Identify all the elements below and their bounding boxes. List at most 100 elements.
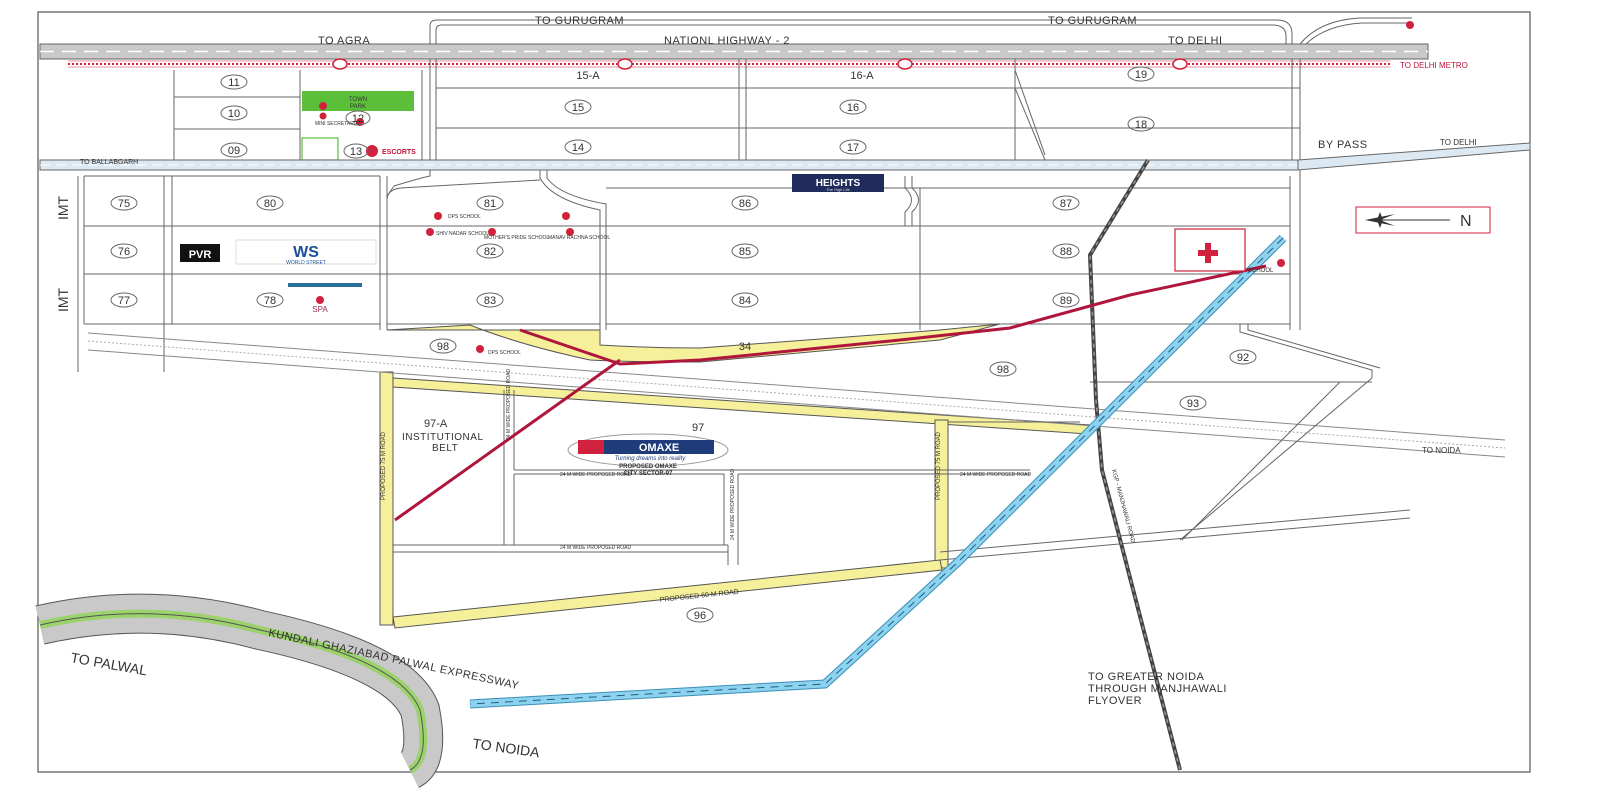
spa-label: SPA [312, 305, 328, 314]
school-right-label: SCHOOL [1248, 268, 1274, 274]
sector-16: 16 [847, 102, 859, 114]
road-label-greater-noida-2: THROUGH MANJHAWALI [1088, 683, 1227, 695]
road-top-right [1299, 17, 1412, 45]
dps-school-label-2: DPS SCHOOL [488, 350, 521, 356]
road-top-right-inner [1305, 22, 1412, 45]
road-label-to-noida-right: TO NOIDA [1422, 446, 1461, 455]
manav-rachna-label: MANAV RACHNA SCHOOL [548, 235, 610, 241]
school-pin-icon[interactable] [566, 228, 574, 236]
road-label-by-pass: BY PASS [1318, 139, 1368, 151]
sector-09: 09 [228, 145, 240, 157]
metro-station-icon[interactable] [617, 58, 633, 70]
world-street-label: WORLD STREET [286, 260, 326, 266]
metro-station-icon[interactable] [1172, 58, 1188, 70]
sector-82: 82 [484, 246, 496, 258]
pin-icon[interactable] [1406, 21, 1414, 29]
sector-18: 18 [1135, 119, 1147, 131]
sector-98-east: 98 [997, 364, 1009, 376]
proposed-omaxe-label-2: CITY SECTOR-97 [624, 471, 673, 477]
town-park-label: TOWN [349, 97, 367, 103]
road-label-to-delhi: TO DELHI [1168, 35, 1223, 47]
heights-label: HEIGHTS [816, 178, 861, 189]
loop-road-top [429, 19, 1293, 44]
yellow-roads [379, 323, 1091, 629]
sector-89: 89 [1060, 295, 1072, 307]
omaxe-label: OMAXE [639, 442, 679, 454]
school-pin-icon[interactable] [476, 345, 484, 353]
sector-84: 84 [739, 295, 751, 307]
hospital-box [1174, 228, 1246, 272]
sector-98-west: 98 [437, 341, 449, 353]
proposed-omaxe-label: PROPOSED OMAXE [619, 464, 677, 470]
sector-12: 12 [352, 113, 364, 125]
south-block-grid [393, 377, 1411, 565]
ws-label: WS [293, 244, 319, 261]
banner-strip [288, 283, 362, 287]
school-markers [316, 21, 1414, 353]
world-street-logo: WS WORLD STREET [235, 239, 377, 266]
sector-17: 17 [847, 142, 859, 154]
bypass-road [39, 142, 1531, 171]
sector-92: 92 [1237, 352, 1249, 364]
road-label-nh2: NATIONL HIGHWAY - 2 [664, 35, 790, 47]
omaxe-tagline: Turning dreams into reality [615, 456, 687, 462]
pvr-label: PVR [189, 249, 212, 261]
school-pin-icon[interactable] [562, 212, 570, 220]
town-park-label-2: PARK [350, 104, 366, 110]
road-label-wide-5: 24 M WIDE PROPOSED ROAD [960, 472, 1032, 478]
sector-81: 81 [484, 198, 496, 210]
sector-markers [110, 66, 1257, 623]
escorts-logo: ESCORTS [366, 145, 416, 157]
sector-88: 88 [1060, 246, 1072, 258]
sector-83: 83 [484, 295, 496, 307]
national-highway [39, 43, 1429, 60]
sector-85: 85 [739, 246, 751, 258]
road-label-greater-noida-1: TO GREATER NOIDA [1088, 671, 1205, 683]
sector-11: 11 [228, 77, 239, 89]
school-pin-icon[interactable] [426, 228, 434, 236]
institutional-belt-label-2: BELT [432, 443, 458, 454]
sector-87: 87 [1060, 198, 1072, 210]
area-label-imt-2: IMT [55, 287, 71, 312]
heights-logo: HEIGHTS The High Life [792, 174, 884, 192]
sector-75: 75 [118, 198, 130, 210]
metro-station-icon[interactable] [332, 58, 348, 70]
school-pin-icon[interactable] [488, 228, 496, 236]
sector-80: 80 [264, 198, 276, 210]
pvr-logo: PVR [180, 244, 220, 262]
north-block-grid [173, 59, 1301, 162]
road-label-to-delhi-metro: TO DELHI METRO [1400, 61, 1468, 70]
road-label-to-gurugram-2: TO GURUGRAM [1048, 15, 1137, 27]
omaxe-site: OMAXE Turning dreams into reality PROPOS… [567, 433, 729, 477]
road-label-wide-2: 24 M WIDE PROPOSED ROAD [560, 472, 632, 478]
sector-97: 97 [692, 422, 704, 434]
north-markers [319, 102, 364, 126]
dps-school-label: DPS SCHOOL [448, 214, 481, 220]
school-pin-icon[interactable] [1277, 259, 1285, 267]
road-label-greater-noida-3: FLYOVER [1088, 695, 1142, 707]
sector-77: 77 [118, 295, 130, 307]
sector-15a: 15-A [576, 70, 600, 82]
sector-13: 13 [350, 146, 362, 158]
road-label-to-ballabgarh: TO BALLABGARH [80, 159, 138, 166]
school-pin-icon[interactable] [434, 212, 442, 220]
sector-10: 10 [228, 108, 240, 120]
road-label-proposed-left: PROPOSED 75 M ROAD [381, 431, 387, 500]
mini-secretariat-label: MINI SECRETARIAT [315, 121, 361, 127]
road-label-to-delhi-right: TO DELHI [1440, 138, 1477, 147]
sector-16a: 16-A [850, 70, 874, 82]
metro-station-icon[interactable] [897, 58, 913, 70]
sector-78: 78 [264, 295, 276, 307]
spa-pin-icon[interactable] [316, 296, 324, 304]
sector-14: 14 [572, 142, 584, 154]
area-label-imt: IMT [55, 195, 71, 220]
compass-north-label: N [1460, 213, 1472, 230]
sector-15: 15 [572, 102, 584, 114]
road-label-proposed-right: PROPOSED 75 M ROAD [936, 431, 942, 500]
road-label-wide-1: 24 M WIDE PROPOSED ROAD [506, 368, 512, 440]
compass: N [1355, 206, 1491, 234]
sector-86: 86 [739, 198, 751, 210]
road-label-to-agra: TO AGRA [318, 35, 370, 47]
sector-93: 93 [1187, 398, 1199, 410]
